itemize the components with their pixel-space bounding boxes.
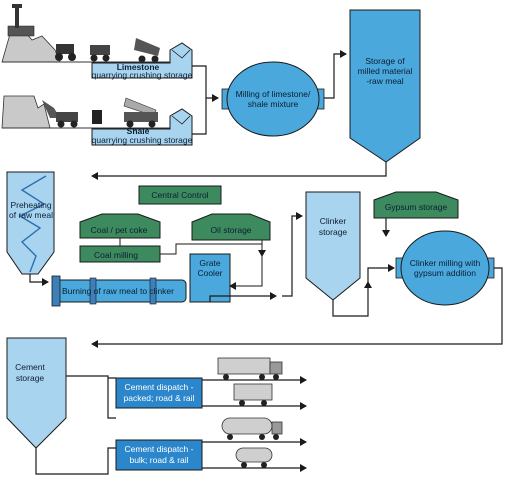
cement-storage-label-2: storage [16,373,45,383]
grate-cooler: Grate Cooler [189,253,231,303]
cement-mill-label-1: Clinker milling with [410,258,481,268]
truck-icon [217,357,283,380]
flow-oil-to-cooler [229,264,263,290]
raw-meal-storage-label-1: Storage of [365,56,405,66]
tipper-truck-icon [134,38,160,63]
dispatch-packed-label-2: packed; road & rail [124,393,195,403]
rail-wagon-icon [233,383,273,406]
coal-milling-label: Coal milling [94,250,138,260]
preheater-tower: Preheating of raw meal [6,171,55,275]
limestone-storage-box: Limestone quarrying crushing storage [91,42,193,80]
preheating-label-2: of raw meal [9,210,53,220]
limestone-quarry-illustration [1,4,170,63]
coal-label: Coal / pet coke [91,225,148,235]
flow-cement-mill-to-storage [91,267,503,348]
limestone-title: Limestone [117,62,160,72]
shale-subtitle: quarrying crushing storage [92,135,193,145]
tanker-truck-icon [221,417,283,440]
raw-mill-label-1: Milling of limestone/ [236,89,311,99]
oil-storage-label: Oil storage [210,225,251,235]
gypsum-storage-box: Gypsum storage [373,191,459,219]
flow-shale-to-mill [192,98,207,135]
central-control-box: Central Control [138,185,222,205]
oil-storage-box: Oil storage [191,213,271,241]
clinker-storage-label-2: storage [319,227,348,237]
loader-icon [55,44,76,61]
central-control-label: Central Control [151,190,208,200]
shale-quarry-illustration [1,95,170,129]
cement-mill-label-2: gypsum addition [414,268,476,278]
flow-packed-road [108,378,306,380]
shale-storage-box: Shale quarrying crushing storage [91,108,193,146]
flow-clinker-to-cement-mill [332,264,395,317]
dispatch-bulk-box: Cement dispatch - bulk; road & rail [115,439,203,471]
tanker-wagon-icon [235,447,273,468]
tipper-truck-icon [123,97,158,128]
excavator-icon [42,100,78,128]
coal-storage-box: Coal / pet coke [79,213,161,239]
kiln-label: Burning of raw meal to clinker [62,286,174,296]
rotary-kiln: Burning of raw meal to clinker [51,275,187,307]
limestone-subtitle: quarrying crushing storage [92,70,193,80]
cement-storage-label-1: Cement [15,362,45,372]
flow-limestone-to-mill [192,65,219,102]
flow-storage-to-bulk [35,447,116,475]
coal-milling-box: Coal milling [79,245,161,263]
cement-storage-silo: Cement storage [6,337,67,449]
flow-preheater-to-kiln [29,274,49,286]
dump-truck-icon [90,45,110,62]
flow-raw-meal-to-preheater [91,162,387,180]
grate-cooler-label-1: Grate [199,258,221,268]
gypsum-storage-label: Gypsum storage [385,202,448,212]
raw-mill-label-2: shale mixture [248,99,299,109]
dispatch-bulk-label-2: bulk; road & rail [129,455,188,465]
flow-storage-to-packed [66,375,116,419]
flow-mill-to-raw-meal-storage [324,50,347,99]
raw-mill: Milling of limestone/ shale mixture [221,61,325,137]
raw-meal-storage-label-3: -raw meal [366,76,403,86]
flow-clinker-line [282,212,303,297]
grate-cooler-label-2: Cooler [197,268,222,278]
cement-mill: Clinker milling with gypsum addition [395,230,495,306]
preheating-label-1: Preheating [10,200,51,210]
raw-meal-storage-label-2: milled material [358,66,413,76]
shale-title: Shale [127,126,150,136]
raw-meal-storage-silo: Storage of milled material -raw meal [349,9,421,163]
dispatch-packed-label-1: Cement dispatch - [125,382,194,392]
dispatch-bulk-label-1: Cement dispatch - [125,444,194,454]
clinker-storage-label-1: Clinker [320,216,347,226]
clinker-storage-silo: Clinker storage [305,191,361,301]
barrel-icon [92,110,102,124]
flow-cooler-to-clinker [209,292,277,302]
dispatch-packed-box: Cement dispatch - packed; road & rail [115,377,203,409]
